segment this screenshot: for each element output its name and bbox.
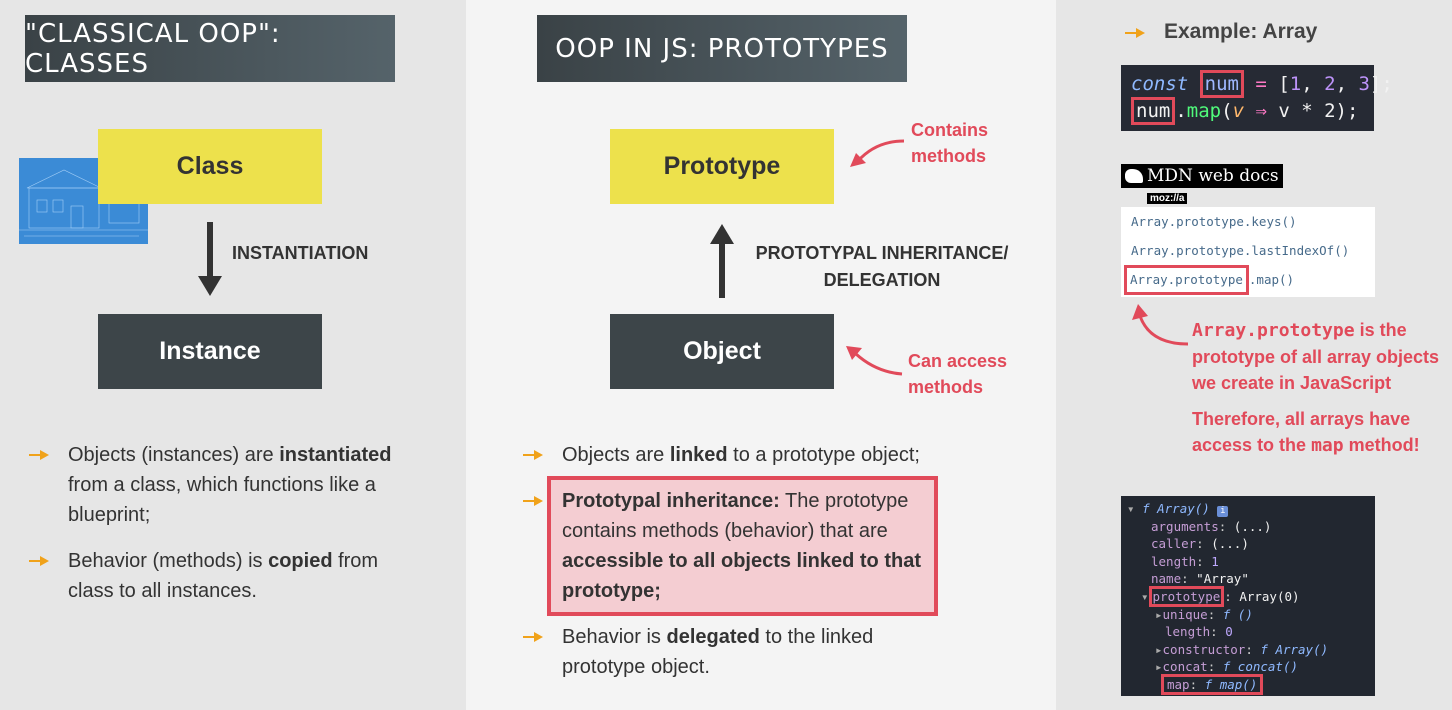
right-panel: Example: Array const num = [1, 2, 3]; nu… bbox=[1056, 0, 1452, 710]
left-panel: "CLASSICAL OOP": CLASSES Class INSTANTIA… bbox=[0, 0, 466, 710]
mdn-item-keys[interactable]: Array.prototype.keys() bbox=[1131, 214, 1297, 229]
prototypal-inheritance-highlight bbox=[547, 476, 938, 616]
console-row: caller: (...) bbox=[1151, 536, 1249, 552]
therefore-note: Therefore, all arrays have access to the… bbox=[1192, 409, 1420, 456]
contains-arrow bbox=[850, 139, 905, 167]
instantiation-label: INSTANTIATION bbox=[232, 243, 369, 263]
pointing-hand-icon bbox=[522, 448, 544, 462]
access-arrow bbox=[846, 346, 903, 376]
console-header[interactable]: ▾ f Array() i bbox=[1127, 500, 1369, 518]
console-row: length: 0 bbox=[1165, 624, 1233, 640]
class-box: Class bbox=[98, 129, 322, 204]
instance-box: Instance bbox=[98, 314, 322, 389]
prototype-note-arrow bbox=[1132, 304, 1189, 346]
contains-methods-note: Contains methods bbox=[911, 120, 989, 166]
array-prototype-note: Array.prototype is the prototype of all … bbox=[1192, 320, 1440, 393]
console-row-prototype[interactable]: ▾prototype: Array(0) bbox=[1127, 585, 1369, 607]
can-access-note: Can access methods bbox=[908, 351, 1008, 397]
left-bullet-1: Objects (instances) are instantiated fro… bbox=[68, 444, 392, 526]
pointing-hand-icon bbox=[522, 630, 544, 644]
mdn-method-list: Array.prototype.keys() Array.prototype.l… bbox=[1121, 207, 1375, 297]
mdn-item-lastindexof[interactable]: Array.prototype.lastIndexOf() bbox=[1131, 243, 1350, 258]
inheritance-label: PROTOTYPAL INHERITANCE/ DELEGATION bbox=[755, 243, 1009, 290]
inheritance-arrow bbox=[710, 224, 734, 298]
code-snippet: const num = [1, 2, 3]; num.map(v ⇒ v * 2… bbox=[1121, 65, 1393, 131]
console-row[interactable]: ▸unique: f () bbox=[1155, 606, 1253, 622]
devtools-console: ▾ f Array() i arguments: (...) caller: (… bbox=[1121, 496, 1375, 696]
mdn-logo: MDN web docs moz://a bbox=[1121, 164, 1283, 206]
middle-bullet-1: Objects are linked to a prototype object… bbox=[562, 444, 920, 466]
instantiation-arrow bbox=[198, 222, 222, 296]
console-row-map[interactable]: map: f map() bbox=[1127, 673, 1369, 695]
middle-bullet-3: Behavior is delegated to the linked prot… bbox=[562, 626, 874, 678]
console-row: name: "Array" bbox=[1151, 571, 1249, 587]
left-bullet-2: Behavior (methods) is copied from class … bbox=[68, 550, 379, 602]
mdn-dino-icon bbox=[1125, 169, 1143, 183]
example-title: Example: Array bbox=[1164, 20, 1318, 43]
info-icon: i bbox=[1217, 506, 1229, 517]
num-call-highlight: num bbox=[1131, 97, 1176, 125]
pointing-hand-icon bbox=[28, 554, 50, 568]
middle-panel: OOP IN JS: PROTOTYPES Prototype Contains… bbox=[466, 0, 1056, 710]
middle-title: OOP IN JS: PROTOTYPES bbox=[537, 15, 907, 82]
num-variable-highlight: num bbox=[1199, 70, 1244, 98]
console-row: arguments: (...) bbox=[1151, 518, 1272, 534]
console-row[interactable]: ▸constructor: f Array() bbox=[1155, 641, 1329, 657]
middle-bullet-2: Prototypal inheritance: The prototype co… bbox=[562, 490, 921, 602]
object-box: Object bbox=[610, 314, 834, 389]
console-row[interactable]: ▸concat: f concat() bbox=[1155, 659, 1299, 675]
prototype-box: Prototype bbox=[610, 129, 834, 204]
pointing-hand-icon bbox=[522, 494, 544, 508]
pointing-hand-icon bbox=[28, 448, 50, 462]
const-keyword: const bbox=[1131, 73, 1189, 95]
console-row: length: 1 bbox=[1151, 553, 1219, 569]
pointing-hand-icon bbox=[1124, 26, 1146, 40]
mdn-item-map[interactable]: Array.prototype.map() bbox=[1121, 265, 1375, 295]
left-title: "CLASSICAL OOP": CLASSES bbox=[25, 15, 395, 82]
